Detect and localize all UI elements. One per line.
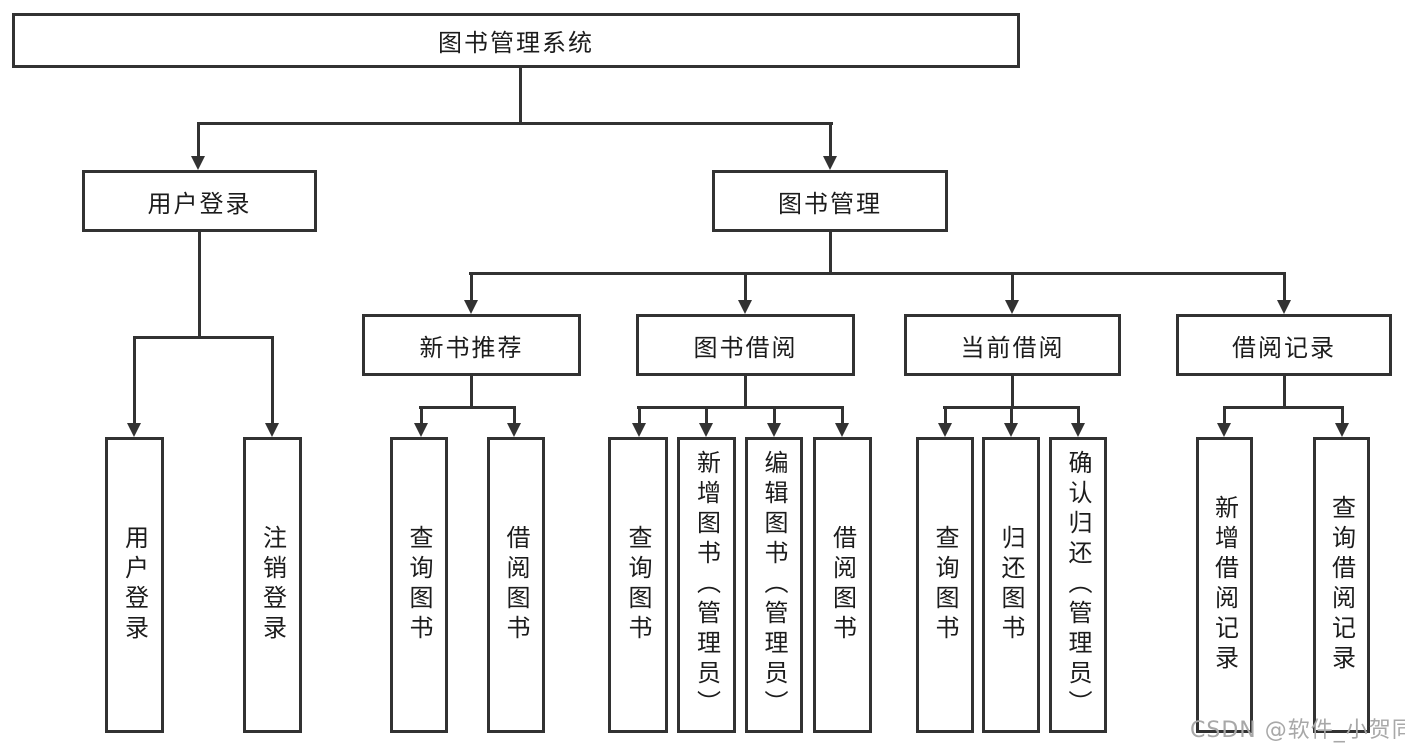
connector-to-new-book-rec [470,272,473,302]
connector-to-current-borrow [1011,272,1014,302]
leaf-user-login: 用户登录 [105,437,164,733]
connector-borrow-records-stub [1283,374,1286,408]
arrowhead-new-book-rec [464,300,478,314]
leaf-br-add-record-label: 新增借阅记录 [1210,495,1239,675]
node-borrow-records-label: 借阅记录 [1232,333,1336,362]
connector-current-borrow-stub [1011,374,1014,408]
connector-to-leaf-logout [271,336,274,425]
arrowhead-bb-query [632,423,646,437]
leaf-cb-query-book: 查询图书 [916,437,974,733]
leaf-cb-confirm-return-label: 确认归还（管理员） [1064,450,1092,720]
node-borrow-records: 借阅记录 [1176,314,1392,376]
connector-to-bb-edit [773,406,776,425]
arrowhead-borrow-records [1277,300,1291,314]
arrowhead-user-login [191,156,205,170]
node-root-label: 图书管理系统 [438,29,594,57]
connector-book-mgmt-stub [829,230,832,274]
connector-to-user-login [197,122,200,160]
leaf-bb-query-book: 查询图书 [608,437,668,733]
leaf-bb-add-book: 新增图书（管理员） [677,437,736,733]
leaf-cb-return-book: 归还图书 [982,437,1040,733]
connector-book-borrow-stub [744,374,747,408]
connector-to-book-mgmt [829,122,832,160]
leaf-cb-confirm-return: 确认归还（管理员） [1049,437,1107,733]
node-root: 图书管理系统 [12,13,1020,68]
arrowhead-book-borrow [738,300,752,314]
leaf-rec-borrow-book: 借阅图书 [487,437,545,733]
connector-book-borrow-bar [637,406,844,409]
leaf-br-add-record: 新增借阅记录 [1196,437,1253,733]
node-book-mgmt-label: 图书管理 [778,189,882,218]
leaf-user-login-label: 用户登录 [120,525,149,645]
arrowhead-bb-borrow [835,423,849,437]
csdn-watermark: CSDN @软件_小贺同学 [1190,718,1405,743]
connector-to-bb-borrow [841,406,844,425]
connector-user-login-stub [198,230,201,338]
connector-borrow-records-bar [1223,406,1344,409]
node-book-borrow-label: 图书借阅 [693,333,798,362]
leaf-cb-query-book-label: 查询图书 [931,525,959,645]
leaf-bb-edit-book: 编辑图书（管理员） [745,437,803,733]
leaf-bb-borrow-book-label: 借阅图书 [828,525,857,645]
leaf-rec-query-book-label: 查询图书 [405,525,433,645]
leaf-cb-return-book-label: 归还图书 [997,525,1025,645]
leaf-rec-query-book: 查询图书 [390,437,448,733]
arrowhead-cb-return [1004,423,1018,437]
arrowhead-cb-confirm [1071,423,1085,437]
connector-to-br-add [1223,406,1226,425]
connector-to-leaf-login [133,336,136,425]
connector-to-bb-query [638,406,641,425]
connector-level3-bar [469,272,1286,275]
connector-level2-bar [197,122,833,125]
connector-to-br-query [1341,406,1344,425]
connector-to-cb-return [1010,406,1013,425]
connector-new-book-rec-stub [470,374,473,408]
arrowhead-br-add [1217,423,1231,437]
leaf-rec-borrow-book-label: 借阅图书 [502,525,530,645]
arrowhead-cb-query [938,423,952,437]
connector-to-rec-borrow [513,406,516,425]
leaf-bb-add-book-label: 新增图书（管理员） [692,450,721,720]
connector-to-rec-query [420,406,423,425]
leaf-logout-label: 注销登录 [258,525,287,645]
leaf-br-query-record: 查询借阅记录 [1313,437,1370,733]
connector-to-cb-query [944,406,947,425]
arrowhead-current-borrow [1005,300,1019,314]
connector-to-cb-confirm [1077,406,1080,425]
node-book-mgmt: 图书管理 [712,170,948,232]
leaf-bb-edit-book-label: 编辑图书（管理员） [760,450,788,720]
node-book-borrow: 图书借阅 [636,314,855,376]
leaf-bb-query-book-label: 查询图书 [624,525,652,645]
arrowhead-rec-borrow [507,423,521,437]
connector-to-book-borrow [744,272,747,302]
arrowhead-leaf-logout [265,423,279,437]
node-current-borrow-label: 当前借阅 [960,333,1065,362]
connector-user-login-bar [133,336,274,339]
arrowhead-br-query [1335,423,1349,437]
arrowhead-leaf-login [127,423,141,437]
node-current-borrow: 当前借阅 [904,314,1121,376]
connector-root-stub [519,66,522,124]
leaf-br-query-record-label: 查询借阅记录 [1327,495,1356,675]
arrowhead-bb-add [699,423,713,437]
leaf-logout: 注销登录 [243,437,302,733]
node-user-login-label: 用户登录 [147,189,252,218]
connector-to-borrow-records [1283,272,1286,302]
arrowhead-rec-query [414,423,428,437]
node-new-book-rec-label: 新书推荐 [419,333,524,362]
leaf-bb-borrow-book: 借阅图书 [813,437,872,733]
node-user-login: 用户登录 [82,170,317,232]
node-new-book-rec: 新书推荐 [362,314,581,376]
connector-to-bb-add [705,406,708,425]
connector-new-book-rec-bar [419,406,516,409]
arrowhead-bb-edit [767,423,781,437]
arrowhead-book-mgmt [823,156,837,170]
